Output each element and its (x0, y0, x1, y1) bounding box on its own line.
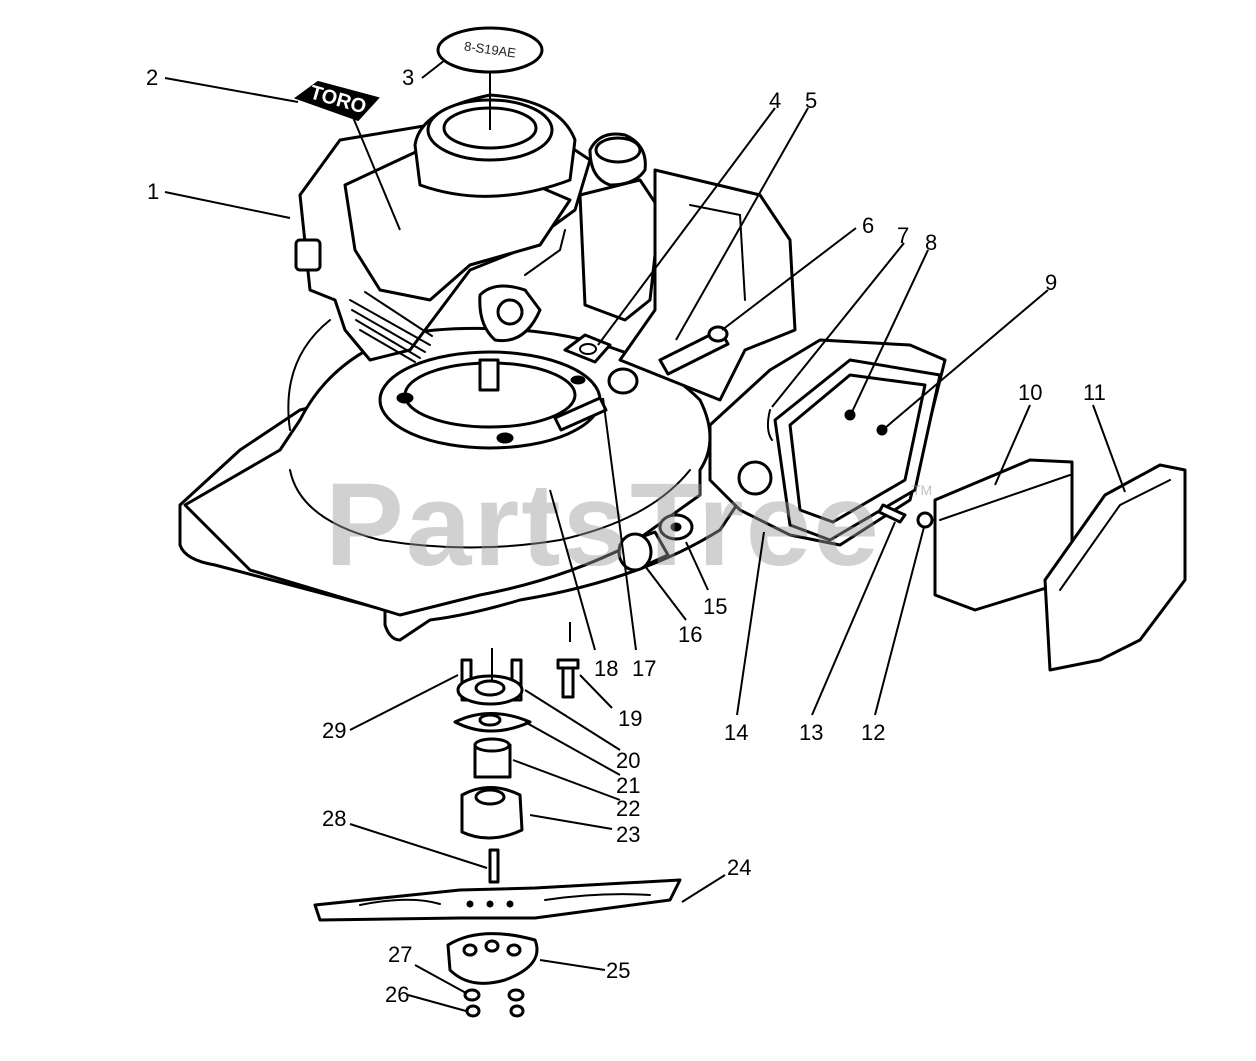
leader-lines (164, 59, 1126, 1012)
callout-7: 7 (897, 223, 909, 248)
callout-20: 20 (616, 748, 640, 773)
nut-part-12 (916, 511, 934, 529)
callout-11: 11 (1083, 380, 1106, 405)
gasket-part-4 (563, 333, 612, 364)
callout-16: 16 (678, 622, 702, 647)
spacer-part-22 (473, 737, 512, 779)
shaft-parts-17-18 (553, 367, 639, 432)
stiffener-part-25 (446, 932, 539, 985)
callout-28: 28 (322, 806, 346, 831)
blade-part-24 (313, 878, 682, 922)
wheel-part-16 (617, 530, 670, 572)
callout-25: 25 (606, 958, 630, 983)
callout-12: 12 (861, 720, 885, 745)
callout-9: 9 (1045, 270, 1057, 295)
washer-part-15 (658, 513, 694, 541)
adapter-parts-20-21 (453, 674, 532, 733)
callout-1: 1 (147, 179, 159, 204)
nuts-part-26 (465, 1004, 525, 1018)
callout-19: 19 (618, 706, 642, 731)
washers-part-27 (463, 988, 525, 1002)
callout-3: 3 (402, 65, 414, 90)
bolt-part-19 (556, 658, 580, 699)
callout-17: 17 (632, 656, 656, 681)
rod-part-5 (658, 328, 730, 376)
callout-6: 6 (862, 213, 874, 238)
callout-2: 2 (146, 65, 158, 90)
callout-14: 14 (724, 720, 748, 745)
watermark-trademark: TM (912, 482, 932, 498)
decal-part-3: 8-S19AE (436, 26, 544, 130)
svg-text:8-S19AE: 8-S19AE (463, 38, 517, 60)
logo-decal-part-2: TORO (293, 80, 380, 122)
callout-5: 5 (805, 88, 817, 113)
callout-18: 18 (594, 656, 618, 681)
watermark-text: PartsTree (325, 459, 881, 591)
callout-15: 15 (703, 594, 727, 619)
callout-8: 8 (925, 230, 937, 255)
callout-24: 24 (727, 855, 751, 880)
callout-26: 26 (385, 982, 409, 1007)
callout-23: 23 (616, 822, 640, 847)
fuel-tank (578, 132, 662, 322)
callout-22: 22 (616, 796, 640, 821)
engine (294, 93, 592, 363)
callout-27: 27 (388, 942, 412, 967)
callout-4: 4 (769, 88, 781, 113)
screw-part-13 (877, 503, 907, 524)
watermark: PartsTree TM (325, 459, 932, 591)
callout-10: 10 (1018, 380, 1042, 405)
callout-labels: 1 2 3 4 5 6 7 8 9 10 11 12 13 14 15 16 1… (146, 65, 1106, 1007)
blade-adapter-part-23 (460, 786, 524, 840)
callout-21: 21 (616, 773, 640, 798)
callout-13: 13 (799, 720, 823, 745)
callout-29: 29 (322, 718, 346, 743)
bag-frame-part-14 (708, 338, 947, 547)
engine-base-ring (378, 350, 602, 450)
bolt-part-28 (488, 848, 500, 884)
engine-cooling-fins (349, 291, 433, 363)
